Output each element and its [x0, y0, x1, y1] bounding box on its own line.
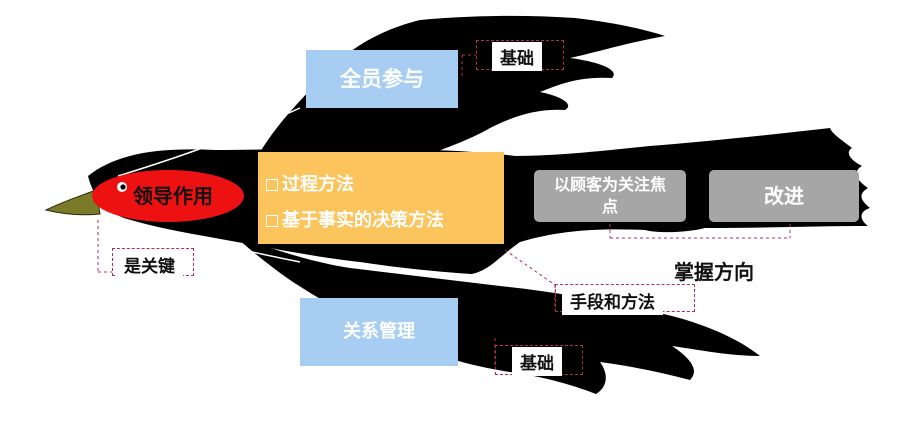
tag-foundation-top: 基础 — [492, 42, 542, 71]
tag-foundation-bottom: 基础 — [512, 347, 562, 376]
checkbox-square-icon — [266, 215, 278, 227]
bird-lower-wing — [235, 236, 760, 394]
tag-means: 手段和方法 — [562, 286, 663, 315]
bird-beak — [44, 189, 101, 216]
tag-direction: 掌握方向 — [674, 260, 754, 284]
checkbox-square-icon — [266, 179, 278, 191]
method-item: 基于事实的决策方法 — [266, 206, 504, 232]
node-customer-focus: 以顾客为关注焦点 — [534, 170, 686, 222]
node-methods: 过程方法 基于事实的决策方法 — [258, 152, 504, 244]
head-oval — [92, 170, 244, 222]
node-leadership: 领导作用 — [133, 184, 213, 208]
method-item: 过程方法 — [266, 170, 504, 196]
tag-key: 是关键 — [116, 250, 183, 279]
node-participation: 全员参与 — [306, 50, 458, 108]
node-improvement: 改进 — [709, 170, 859, 222]
node-relationship: 关系管理 — [300, 298, 458, 366]
